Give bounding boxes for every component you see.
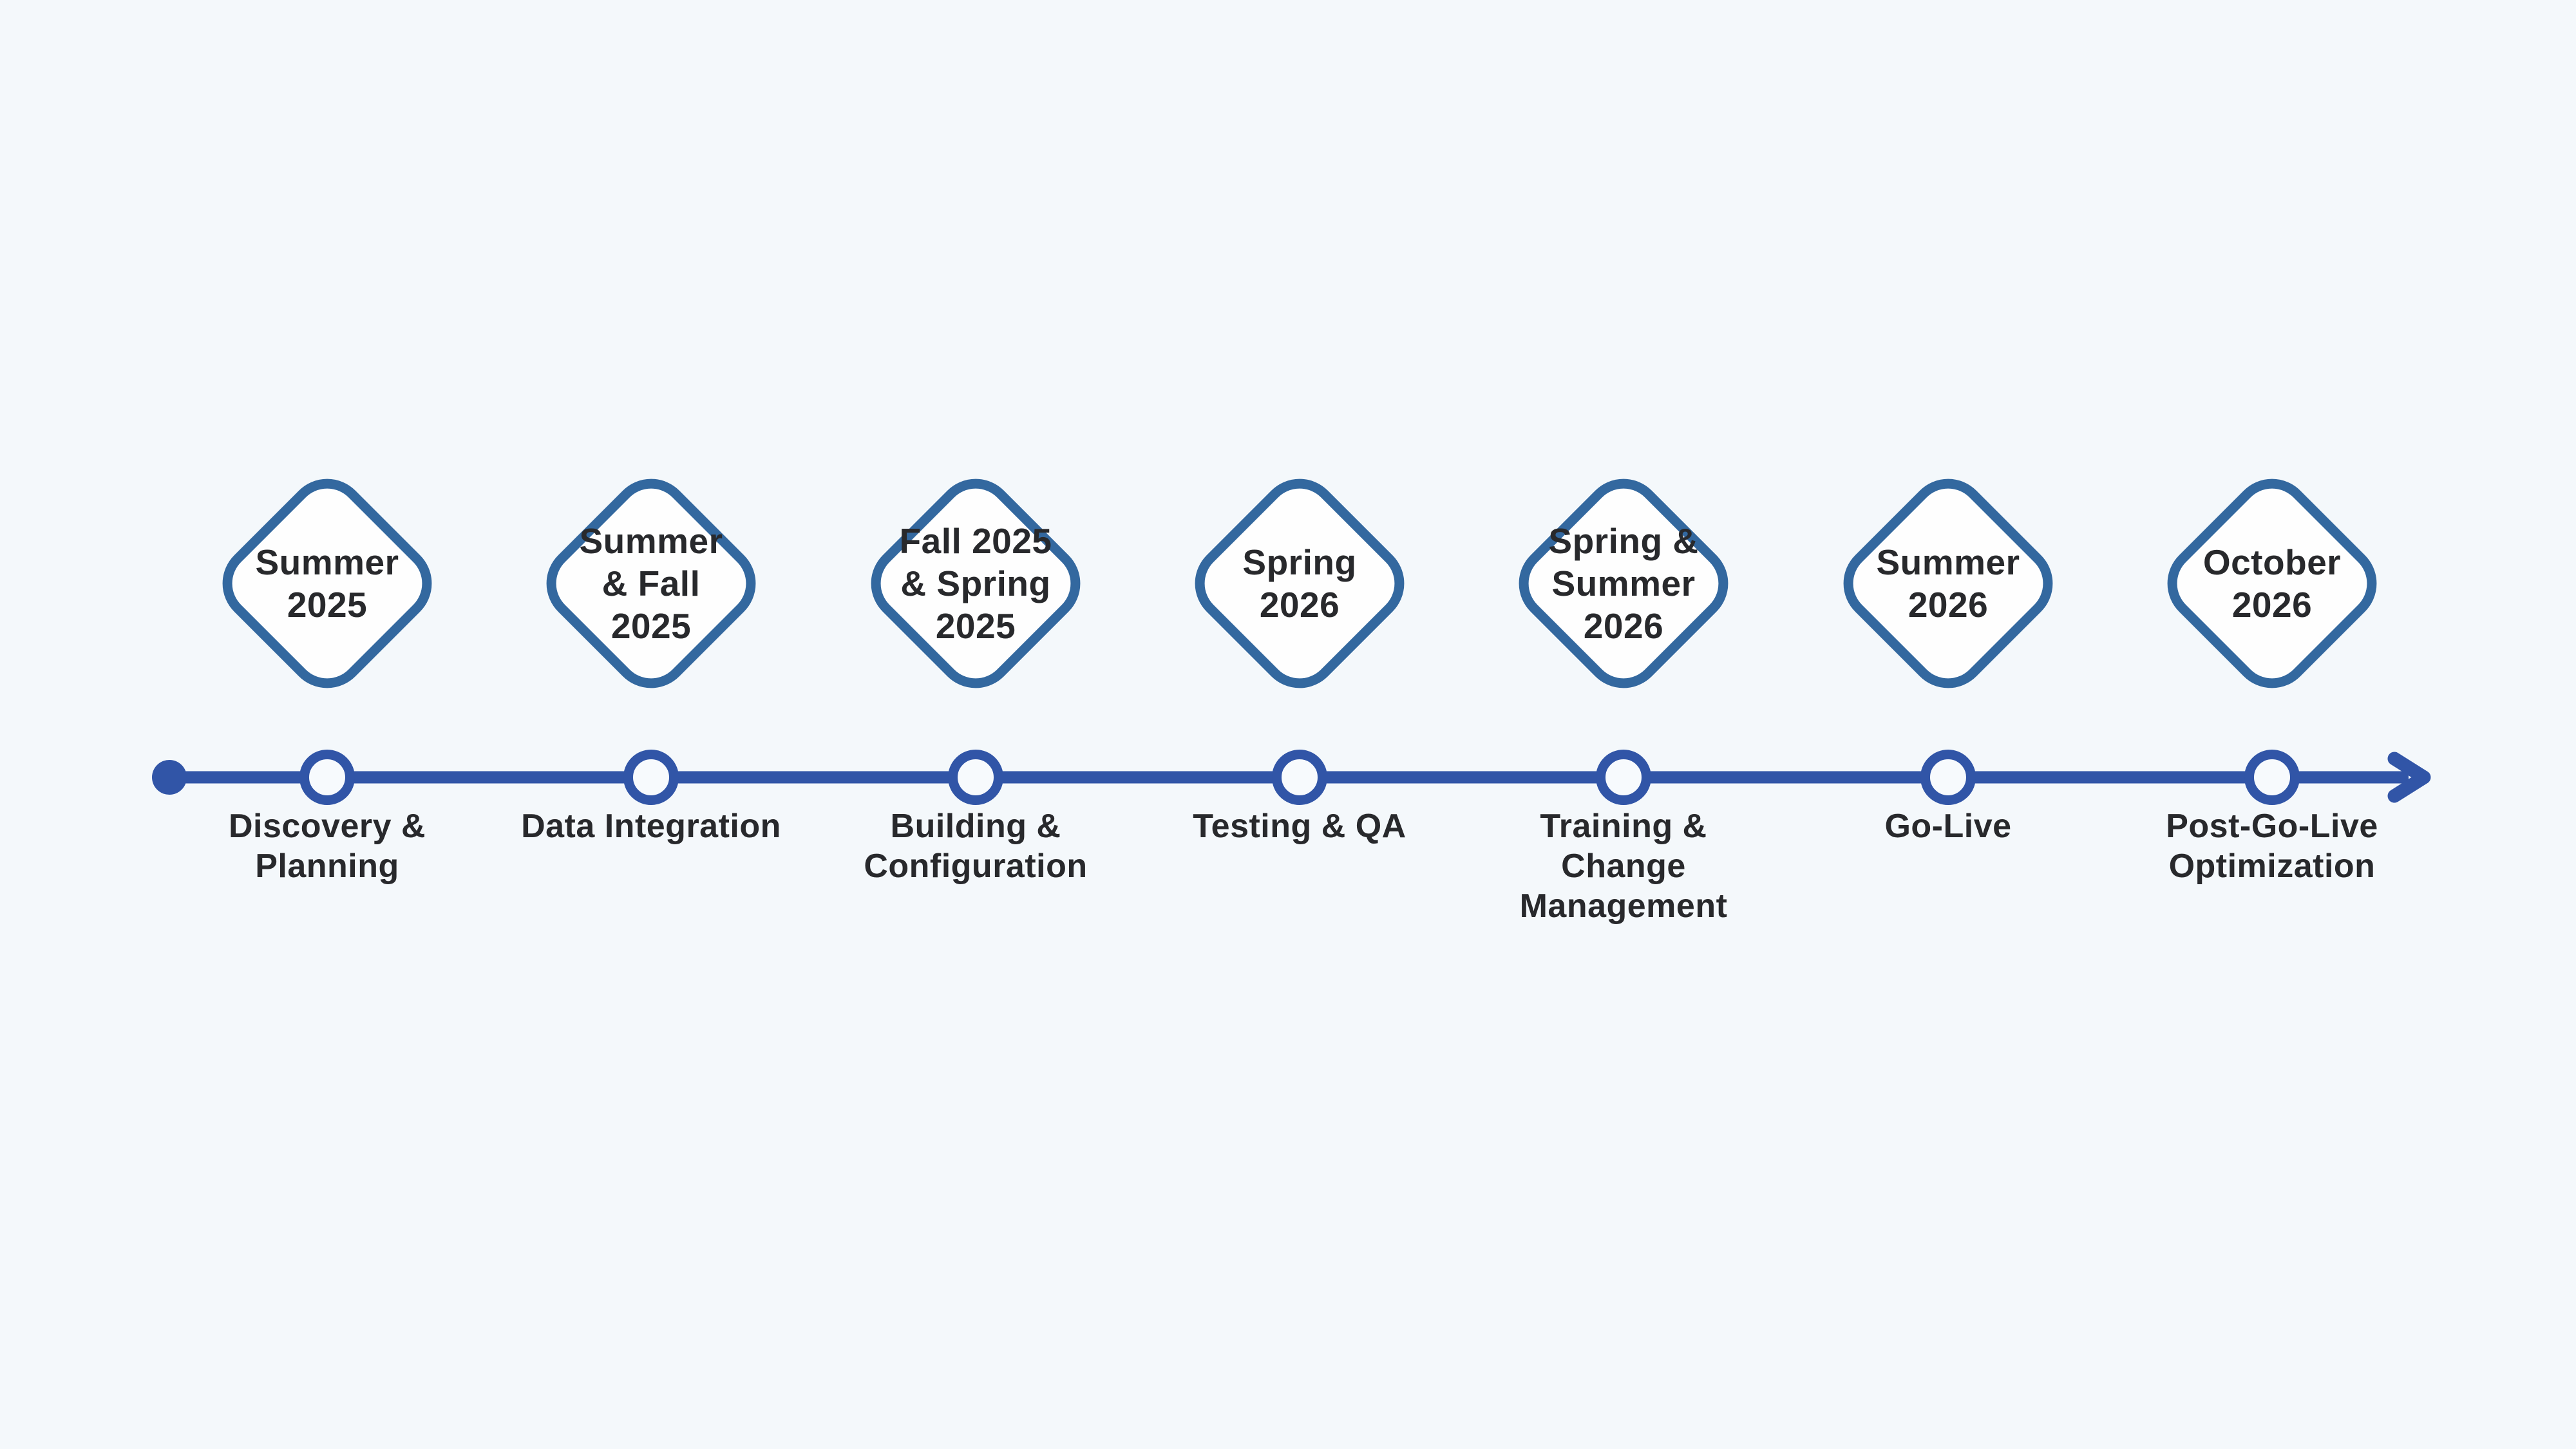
milestone-label: Training & Change Management xyxy=(1519,808,1728,925)
milestone-label: Discovery & Planning xyxy=(228,808,426,885)
timeline-node-circle xyxy=(1920,750,1976,805)
timeline-node-circle xyxy=(623,750,679,805)
milestone-label: Post-Go-Live Optimization xyxy=(2166,808,2378,885)
timeline-node-circle xyxy=(948,750,1003,805)
milestone-label: Go-Live xyxy=(1884,808,2012,845)
timeline-arrowhead-icon xyxy=(2387,752,2431,803)
milestone-label: Data Integration xyxy=(521,808,781,845)
milestone-date: Spring & Summer 2026 xyxy=(1548,521,1699,646)
timeline-node-circle xyxy=(299,750,355,805)
timeline-start-dot xyxy=(152,760,187,795)
timeline-node-circle xyxy=(1596,750,1651,805)
timeline-node-circle xyxy=(1272,750,1327,805)
milestone-date: Spring 2026 xyxy=(1242,542,1357,625)
milestone-date: October 2026 xyxy=(2202,542,2342,625)
milestone-date: Summer 2025 xyxy=(255,542,399,625)
milestone-label: Building & Configuration xyxy=(864,808,1088,885)
timeline-node-circle xyxy=(2244,750,2300,805)
milestone-label: Testing & QA xyxy=(1193,808,1406,845)
milestone-date: Fall 2025 & Spring 2025 xyxy=(899,521,1052,646)
milestone-date: Summer 2026 xyxy=(1876,542,2020,625)
milestone-date: Summer & Fall 2025 xyxy=(579,521,723,646)
